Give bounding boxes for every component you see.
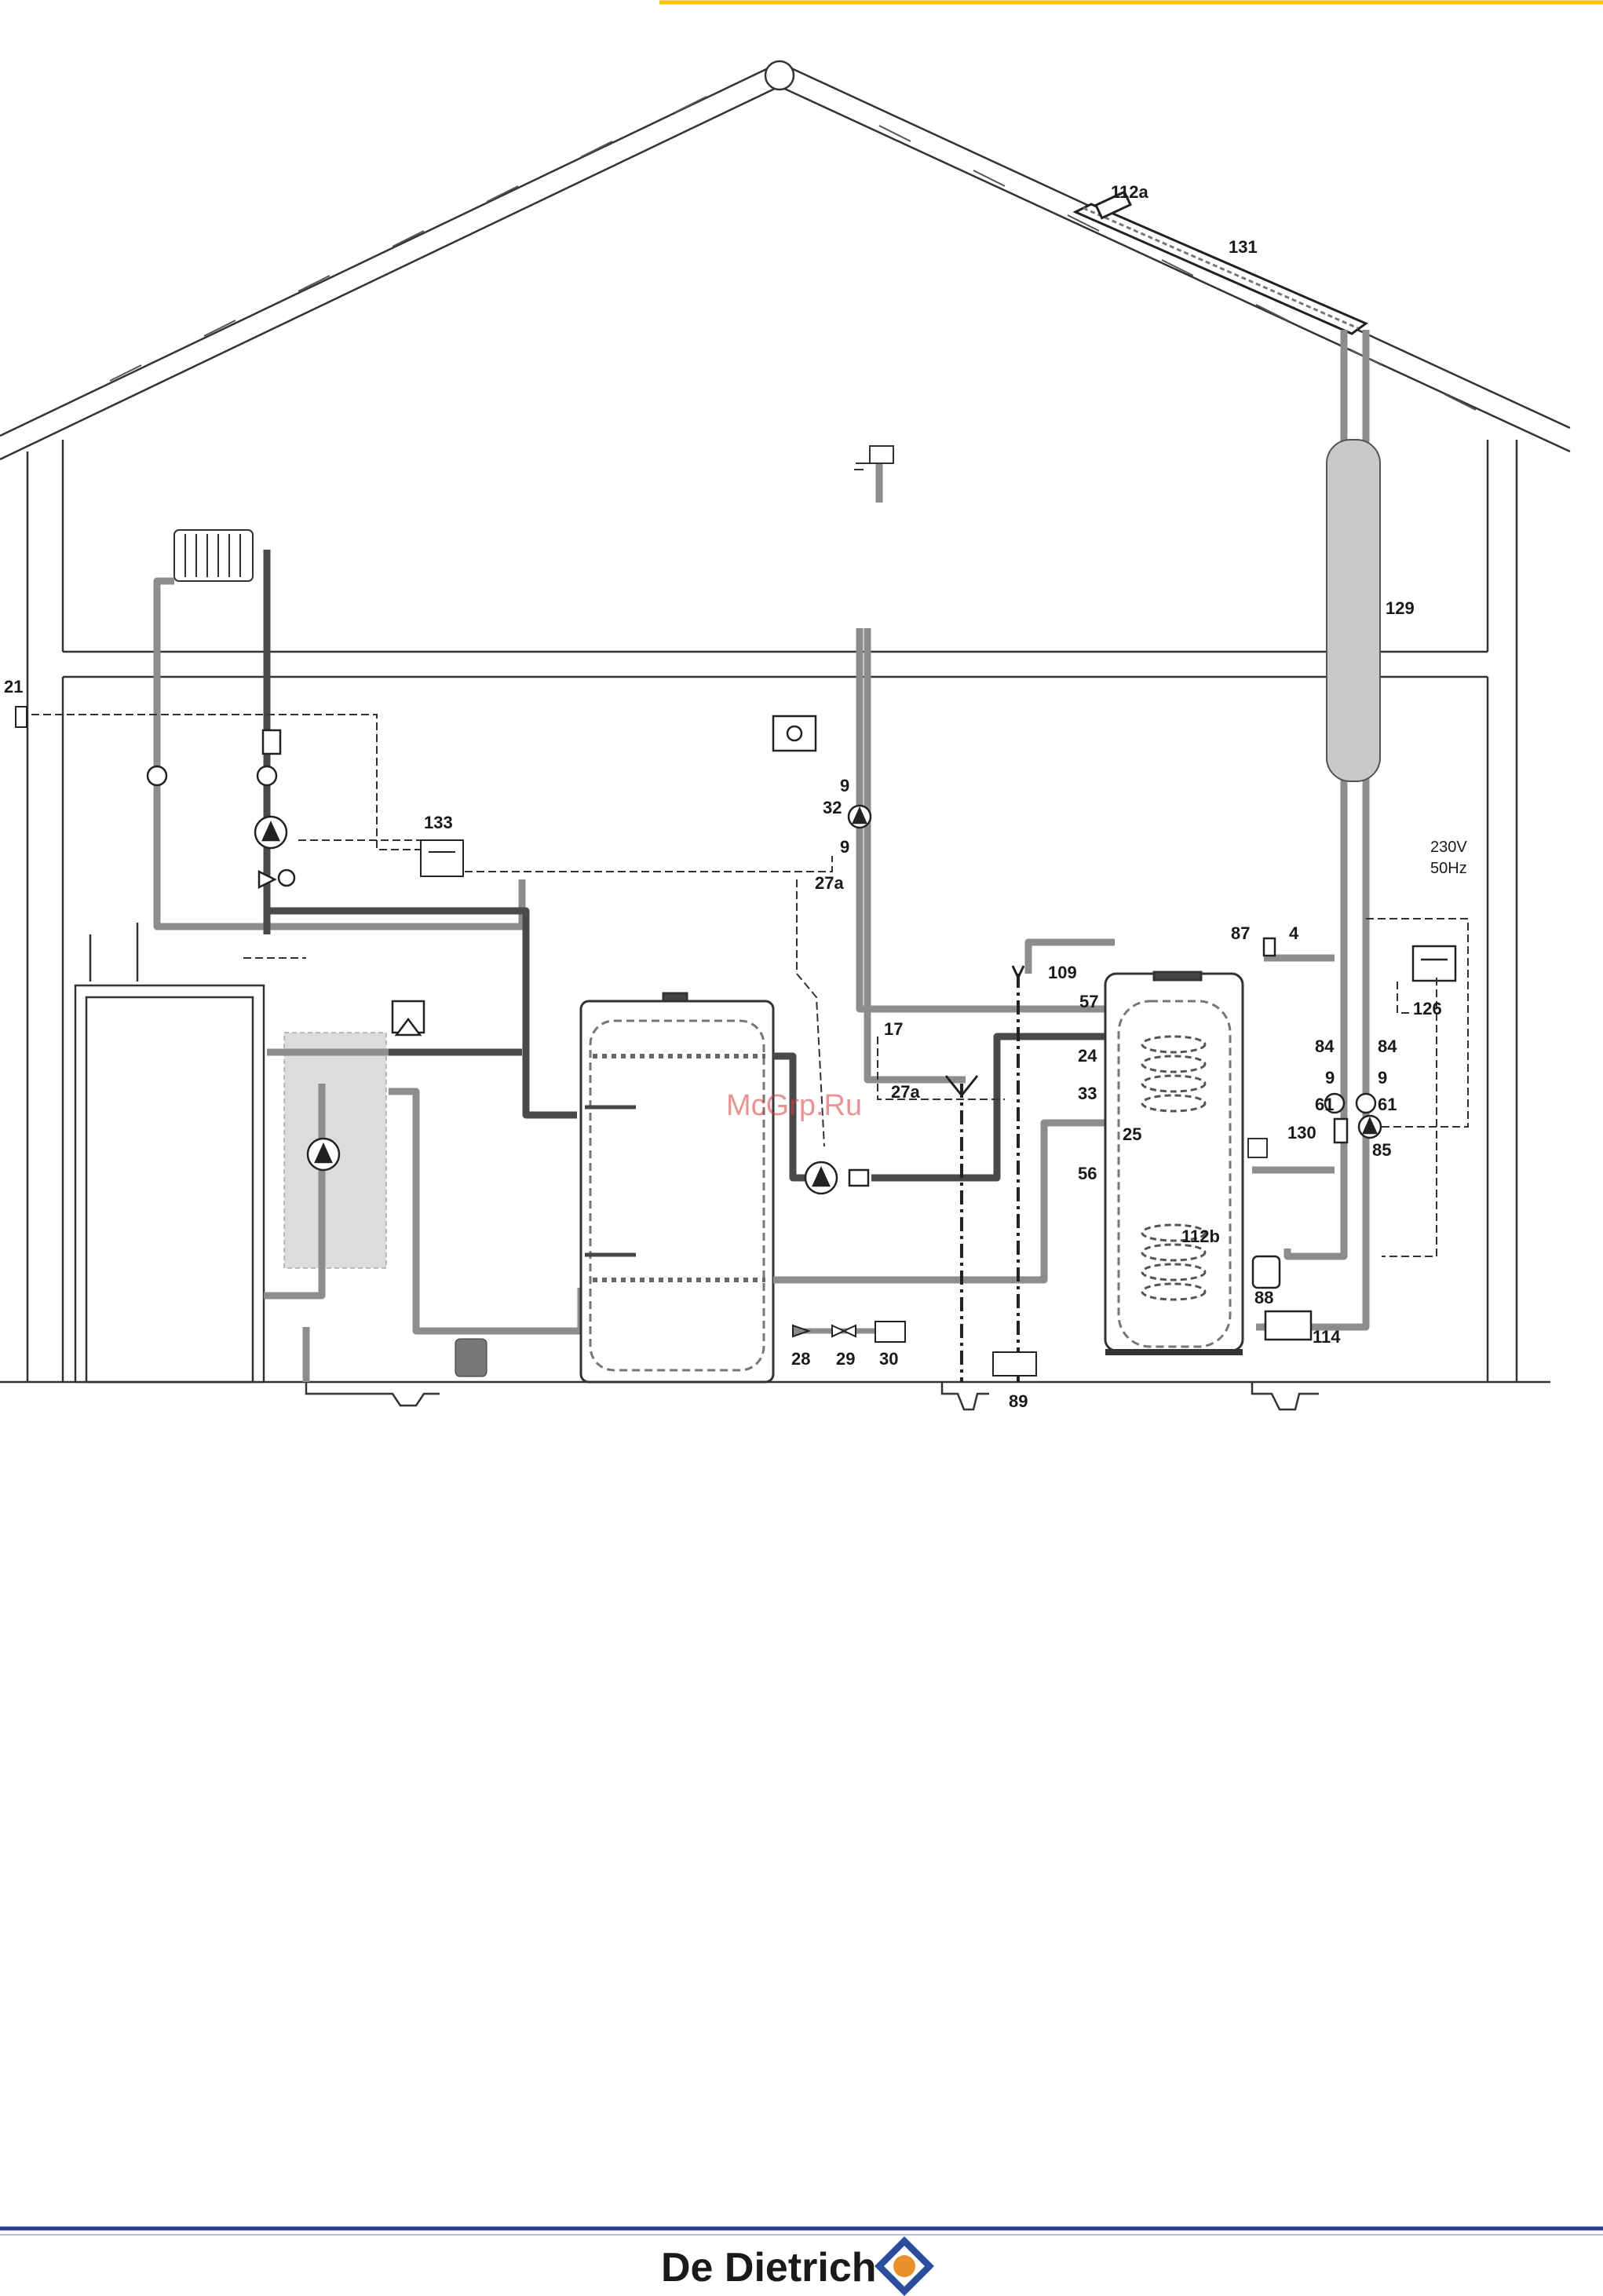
heating-pump-group — [148, 730, 294, 887]
label-9c: 9 — [1325, 1068, 1335, 1088]
label-30: 30 — [879, 1349, 898, 1369]
label-4: 4 — [1289, 923, 1299, 943]
label-33: 33 — [1078, 1084, 1097, 1103]
brand-logo-icon — [875, 2236, 934, 2296]
boiler — [75, 923, 264, 1382]
label-89: 89 — [1009, 1391, 1028, 1411]
label-56: 56 — [1078, 1164, 1097, 1183]
label-112a: 112a — [1111, 182, 1148, 202]
watermark: McGrp.Ru — [726, 1089, 862, 1122]
label-133: 133 — [424, 813, 453, 832]
label-126: 126 — [1413, 999, 1442, 1018]
roof-tiles — [110, 97, 1476, 410]
label-130: 130 — [1287, 1123, 1316, 1143]
outdoor-sensor — [16, 707, 27, 727]
label-27a-mid: 27a — [891, 1082, 920, 1102]
dhw-pump — [773, 716, 871, 828]
heating-pipes — [157, 581, 522, 927]
label-24: 24 — [1078, 1046, 1097, 1066]
label-112b: 112b — [1181, 1227, 1220, 1246]
label-88: 88 — [1254, 1288, 1273, 1307]
solar-collector — [1075, 192, 1366, 334]
label-32: 32 — [823, 798, 842, 817]
buffer-tank — [581, 993, 773, 1382]
label-84b: 84 — [1378, 1036, 1397, 1056]
label-85: 85 — [1372, 1140, 1391, 1160]
tap — [854, 446, 893, 470]
solar-tank — [1105, 972, 1267, 1352]
label-9a: 9 — [840, 776, 849, 795]
label-114: 114 — [1313, 1327, 1341, 1347]
label-9b: 9 — [840, 837, 849, 857]
pipe-insulation-129 — [1327, 440, 1380, 781]
label-131: 131 — [1229, 237, 1258, 257]
label-28: 28 — [791, 1349, 810, 1369]
label-87: 87 — [1231, 923, 1250, 943]
funnels — [946, 966, 1024, 1095]
label-17: 17 — [884, 1019, 903, 1039]
label-9d: 9 — [1378, 1068, 1387, 1088]
solar-loop-pump — [805, 1162, 868, 1194]
label-57: 57 — [1079, 992, 1098, 1011]
radiator — [174, 530, 253, 581]
label-50hz: 50Hz — [1430, 860, 1467, 877]
brand-name: De Dietrich — [661, 2245, 877, 2291]
label-29: 29 — [836, 1349, 855, 1369]
label-84a: 84 — [1315, 1036, 1335, 1056]
label-61a: 61 — [1315, 1095, 1334, 1114]
controller-133 — [421, 840, 463, 876]
label-25: 25 — [1123, 1124, 1141, 1144]
label-27a-top: 27a — [815, 873, 844, 893]
expansion-vessel — [455, 1339, 487, 1377]
label-61b: 61 — [1378, 1095, 1397, 1114]
label-21: 21 — [4, 677, 23, 696]
label-109: 109 — [1048, 963, 1077, 982]
label-129: 129 — [1386, 598, 1415, 618]
label-230v: 230V — [1430, 839, 1467, 856]
